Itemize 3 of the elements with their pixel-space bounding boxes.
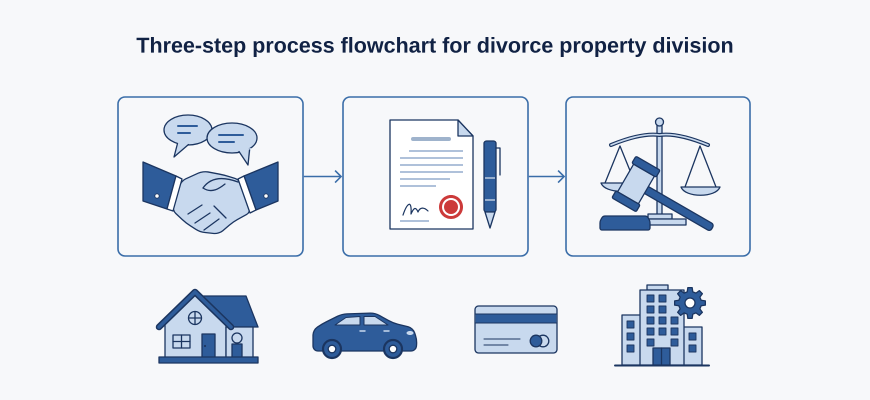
title: Three-step process flowchart for divorce property division [136, 37, 732, 58]
arrow [528, 170, 566, 184]
arrow [304, 170, 342, 184]
